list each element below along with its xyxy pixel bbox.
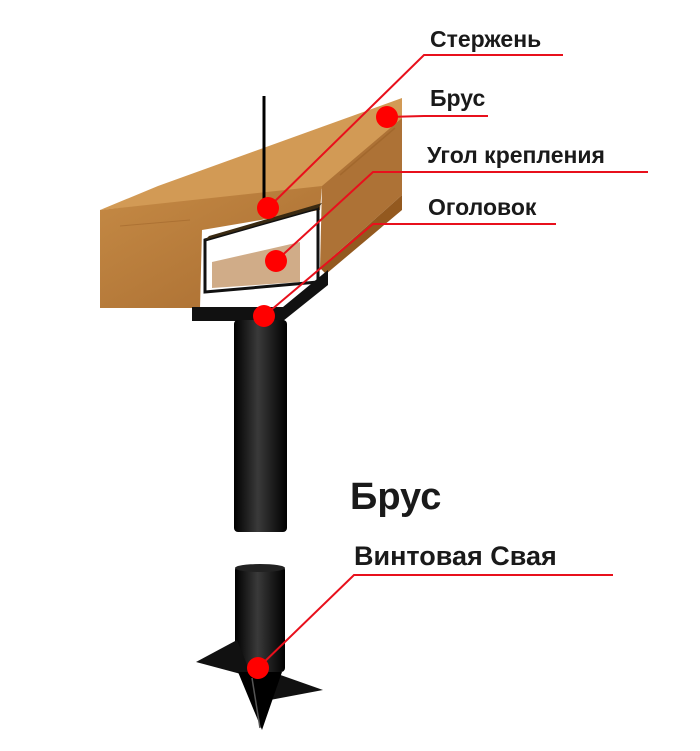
beam-long-face: [320, 118, 402, 268]
pile-head-plate: [192, 270, 328, 321]
label-beam: Брус: [430, 85, 486, 111]
beam-top-face: [100, 98, 402, 210]
label-pile: Винтовая Свая: [354, 541, 557, 571]
marker-bracket: [265, 250, 287, 272]
pile-screw-section: [196, 564, 323, 730]
marker-beam: [376, 106, 398, 128]
leader-rod: [267, 54, 563, 209]
leader-beam: [386, 115, 488, 118]
pile-pipe-upper: [234, 320, 287, 532]
leader-lines: [257, 54, 648, 669]
title-beam: Брус: [350, 476, 442, 518]
marker-rod: [257, 197, 279, 219]
marker-pile: [247, 657, 269, 679]
screw-blade-left: [196, 640, 252, 677]
leader-pile: [257, 574, 613, 669]
screw-blade-right: [270, 672, 323, 700]
leader-head: [263, 223, 556, 317]
marker-head: [253, 305, 275, 327]
label-rod: Стержень: [430, 26, 542, 52]
label-head: Оголовок: [428, 194, 537, 220]
leader-bracket: [275, 171, 648, 262]
markers: [247, 106, 398, 679]
label-bracket: Угол крепления: [427, 142, 605, 168]
pile-tip: [238, 672, 282, 730]
